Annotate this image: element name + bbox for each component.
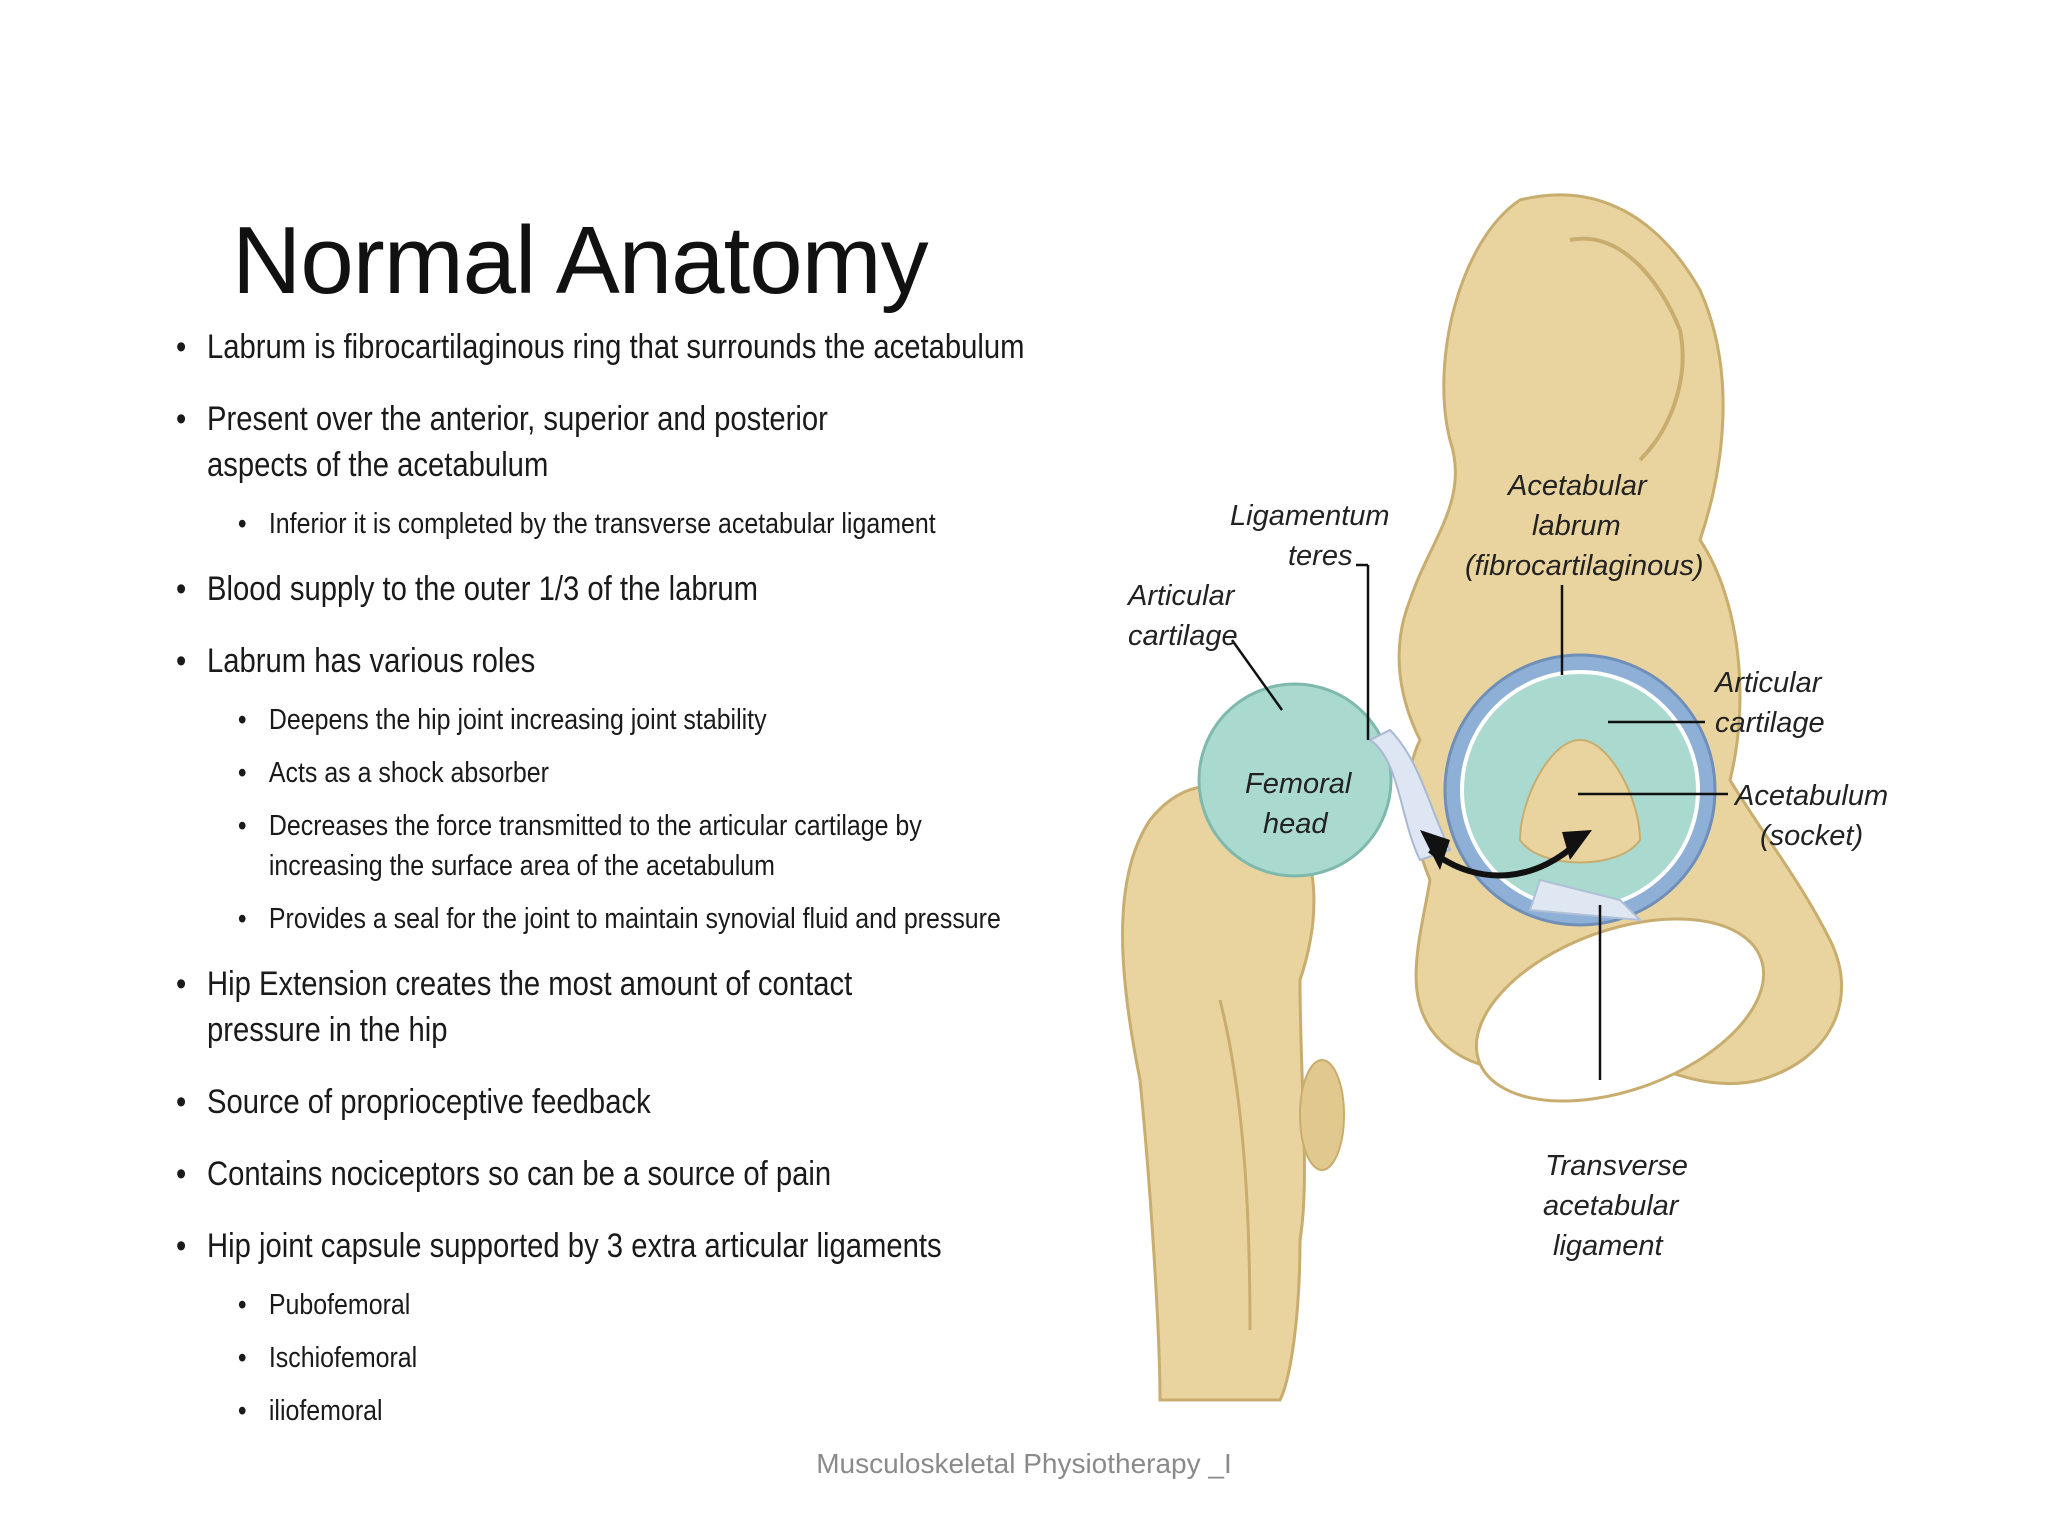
- motion-arrow: [1420, 830, 1592, 879]
- label-femoral-head: Femoral: [1245, 768, 1353, 800]
- hip-anatomy-diagram: Ligamentum teres Articular cartilage Fem…: [1100, 180, 2000, 1420]
- slide-footer: Musculoskeletal Physiotherapy _I: [816, 1448, 1232, 1479]
- sub-bullet-list: Pubofemoral Ischiofemoral iliofemoral: [176, 1285, 1096, 1431]
- bullet-item: Contains nociceptors so can be a source …: [176, 1151, 967, 1197]
- sub-bullet-item: Pubofemoral: [176, 1285, 967, 1325]
- bullet-item: Blood supply to the outer 1/3 of the lab…: [176, 566, 967, 612]
- label-ligamentum-teres: teres: [1288, 540, 1352, 572]
- femoral-head: [1197, 682, 1393, 878]
- femur-bone: [1121, 784, 1345, 1402]
- label-acetabulum: Acetabulum: [1733, 780, 1888, 812]
- bullet-list: Labrum is fibrocartilaginous ring that s…: [176, 324, 1096, 1453]
- sub-bullet-item: Inferior it is completed by the transver…: [176, 504, 967, 544]
- sub-bullet-list: Deepens the hip joint increasing joint s…: [176, 700, 1096, 939]
- label-acetabulum: (socket): [1760, 820, 1863, 852]
- bullet-item: Hip joint capsule supported by 3 extra a…: [176, 1223, 967, 1269]
- bullet-item: Present over the anterior, superior and …: [176, 396, 895, 488]
- sub-bullet-item: Provides a seal for the joint to maintai…: [176, 899, 1001, 939]
- bullet-item: Source of proprioceptive feedback: [176, 1079, 967, 1125]
- label-acetabular-labrum: (fibrocartilaginous): [1465, 550, 1704, 582]
- bullet-item: Hip Extension creates the most amount of…: [176, 961, 929, 1053]
- label-femoral-head: head: [1263, 808, 1328, 840]
- label-transverse-ligament: ligament: [1553, 1230, 1665, 1262]
- sub-bullet-item: Ischiofemoral: [176, 1338, 967, 1378]
- label-articular-cartilage-right: Articular: [1713, 667, 1823, 699]
- label-articular-cartilage-left: Articular: [1126, 580, 1236, 612]
- label-articular-cartilage-right: cartilage: [1715, 707, 1825, 739]
- ligamentum-teres: [1368, 728, 1452, 862]
- label-acetabular-labrum: labrum: [1532, 510, 1621, 542]
- label-acetabular-labrum: Acetabular: [1506, 470, 1648, 502]
- leader-lines: [1230, 563, 1728, 1080]
- sub-bullet-item: Acts as a shock absorber: [176, 753, 967, 793]
- sub-bullet-item: Decreases the force transmitted to the a…: [176, 806, 1017, 886]
- bullet-item: Labrum is fibrocartilaginous ring that s…: [176, 324, 1024, 370]
- label-articular-cartilage-left: cartilage: [1128, 620, 1238, 652]
- diagram-labels: Ligamentum teres Articular cartilage Fem…: [1126, 470, 1888, 1262]
- sub-bullet-item: Deepens the hip joint increasing joint s…: [176, 700, 967, 740]
- slide-title: Normal Anatomy: [232, 207, 929, 314]
- label-transverse-ligament: Transverse: [1545, 1150, 1688, 1182]
- acetabulum: [1443, 653, 1717, 927]
- sub-bullet-list: Inferior it is completed by the transver…: [176, 504, 1096, 544]
- label-ligamentum-teres: Ligamentum: [1230, 500, 1390, 532]
- sub-bullet-item: iliofemoral: [176, 1391, 967, 1431]
- label-transverse-ligament: acetabular: [1543, 1190, 1680, 1222]
- bullet-item: Labrum has various roles: [176, 638, 967, 684]
